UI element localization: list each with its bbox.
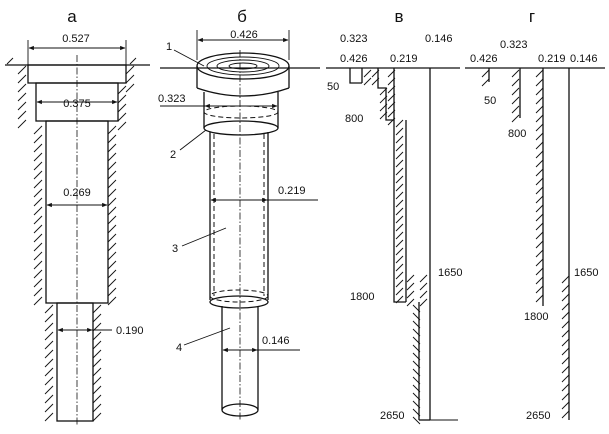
- panel-b-intermediate-ellipse: [209, 295, 269, 309]
- panel-a-soil-hatching: [6, 57, 137, 422]
- panel-g-d1-label: 0.426: [470, 53, 498, 65]
- panel-g-depth-1800: 1800: [524, 311, 548, 323]
- panel-v-letter: в: [394, 7, 403, 26]
- panel-g-depth-50: 50: [484, 95, 496, 107]
- panel-b-callout-3: 3: [172, 243, 178, 255]
- panel-a-d3-label: 0.269: [63, 187, 91, 199]
- panel-b-d2-label: 0.323: [158, 93, 186, 105]
- panel-a-production-string: [56, 302, 94, 422]
- panel-g-d2-label: 0.323: [500, 39, 528, 51]
- panel-b-d3-label: 0.219: [278, 185, 306, 197]
- panel-g-string-hatching: [481, 69, 570, 419]
- panel-v-depth-800: 800: [345, 113, 363, 125]
- panel-a-letter: а: [67, 7, 77, 26]
- panel-b-letter: б: [237, 7, 247, 26]
- panel-b-d4-label: 0.146: [262, 335, 290, 347]
- panel-v-d4-label: 0.146: [425, 33, 453, 45]
- panel-g-d4-label: 0.146: [570, 53, 598, 65]
- panel-g-depth-2650: 2650: [526, 410, 550, 422]
- panel-v-cement-hatching: [363, 69, 428, 425]
- panel-g: г 0.323 0.426 0.219 0.146 50 800 1800 16…: [465, 7, 605, 422]
- panel-b-callout-1: 1: [166, 41, 172, 53]
- panel-g-letter: г: [529, 7, 535, 26]
- panel-v-depth-1650: 1650: [438, 267, 462, 279]
- panel-g-depth-1650: 1650: [574, 267, 598, 279]
- panel-v-depth-1800: 1800: [350, 291, 374, 303]
- panel-g-depth-800: 800: [508, 128, 526, 140]
- panel-v-d1-label: 0.426: [340, 53, 368, 65]
- panel-a: а 0.527 0.375 0.269 0.190: [5, 7, 150, 425]
- panel-b-callout-4: 4: [176, 342, 182, 354]
- panel-a-d4-label: 0.190: [116, 325, 144, 337]
- panel-b-callout-2: 2: [170, 149, 176, 161]
- panel-b-surface-ellipse: [203, 120, 279, 136]
- panel-a-d2-label: 0.375: [63, 98, 91, 110]
- panel-b-d1-label: 0.426: [230, 29, 258, 41]
- panel-a-d1-label: 0.527: [62, 33, 90, 45]
- panel-b: б 0.426 0: [158, 7, 320, 420]
- panel-v-d2-label: 0.323: [340, 33, 368, 45]
- panel-g-d3-label: 0.219: [538, 53, 566, 65]
- panel-v: в 0.323 0.146 0.426 0.219 50 800 1800 16…: [326, 7, 462, 425]
- panel-v-depth-2650: 2650: [380, 410, 404, 422]
- panel-v-d3-label: 0.219: [390, 53, 418, 65]
- panel-v-depth-50: 50: [327, 81, 339, 93]
